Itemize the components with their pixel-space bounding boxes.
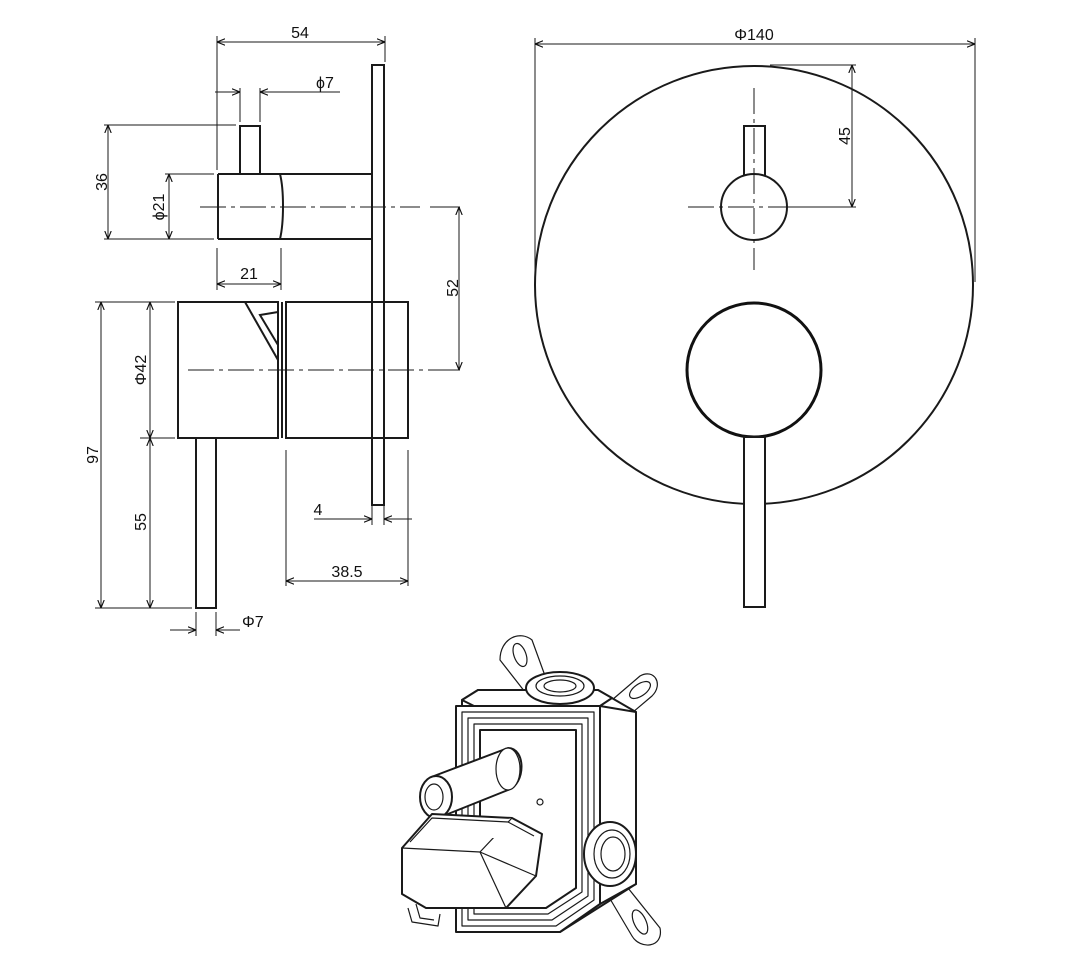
dim-axis-spacing: 52: [445, 279, 462, 297]
dim-total-height: 97: [85, 446, 102, 464]
front-view: Φ140 45: [534, 27, 976, 608]
dim-large-body-length: 38.5: [331, 564, 362, 581]
dim-plate-diameter: Φ140: [734, 27, 774, 44]
valve-body-isometric: [401, 635, 661, 946]
dim-lever-height: 36: [94, 173, 111, 191]
mixer-handle-lever: [743, 436, 766, 608]
mounting-ear-bottom-right: [605, 887, 661, 946]
side-port: [583, 821, 637, 887]
extension-lines: [95, 36, 460, 636]
mixer-handle: [685, 301, 823, 439]
dimension-lines: [101, 42, 459, 630]
upper-lever: [239, 125, 261, 175]
dim-small-body-diameter: ϕ21: [151, 194, 168, 221]
dim-plate-thickness: 4: [314, 502, 323, 519]
dim-lever-diameter-top: ϕ7: [316, 75, 334, 92]
dim-overall-depth: 54: [291, 25, 309, 42]
wall-plate: [371, 64, 385, 506]
dim-large-body-diameter: Φ42: [133, 355, 150, 386]
lower-lever: [195, 437, 217, 609]
top-port: [525, 671, 595, 705]
side-view: 54 ϕ7 36 ϕ21 21 52 Φ42 97 55 4 38.5 Φ7: [85, 25, 462, 636]
front-extension-lines: [534, 38, 976, 282]
diverter-stem: [419, 747, 523, 819]
dim-small-body-length: 21: [240, 266, 258, 283]
cartridge-block: [401, 813, 543, 927]
dim-lever-diameter-bottom: Φ7: [242, 614, 264, 631]
dim-lower-lever-length: 55: [133, 513, 150, 531]
dim-front-offset: 45: [837, 127, 854, 145]
